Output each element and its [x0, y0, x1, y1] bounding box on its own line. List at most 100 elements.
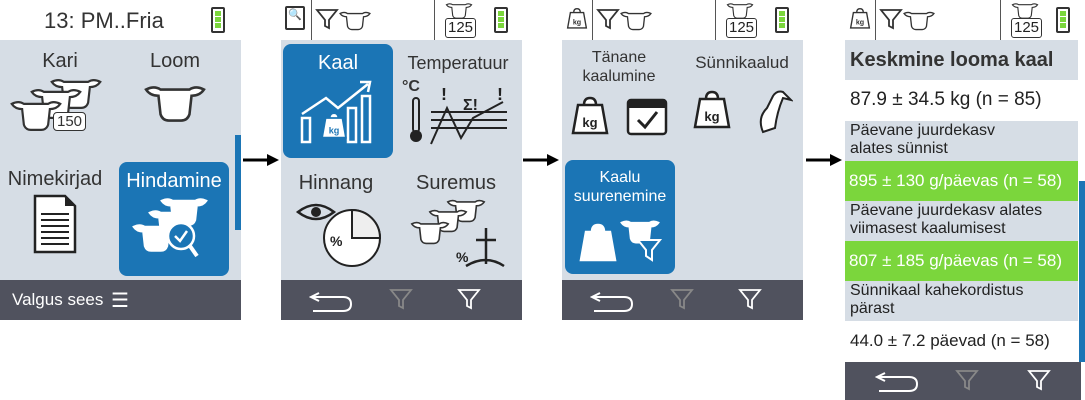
cow-icon [144, 82, 206, 126]
tile-label: Loom [149, 50, 201, 72]
footer-bar: Valgus sees ☰ [0, 280, 241, 320]
tile-mortality[interactable]: Suremus % [401, 164, 511, 278]
back-icon[interactable] [309, 288, 353, 314]
weight-icon [570, 94, 610, 136]
divider [434, 0, 435, 40]
gain-since-last-weighing-label: Päevane juurdekasv alates viimasest kaal… [845, 201, 1078, 241]
herd-icon: 150 [5, 72, 115, 142]
page-title: Keskmine looma kaal [845, 40, 1078, 80]
herd-count: 125 [1011, 18, 1043, 38]
back-icon[interactable] [590, 288, 634, 314]
tile-label: Hindamine [126, 170, 222, 192]
light-on-button[interactable]: Valgus sees [12, 290, 104, 309]
cow-icon [620, 10, 652, 32]
menu-grid: Kari 150 Loom Nimekirjad Hindamine [0, 40, 241, 280]
arrow-right-icon [243, 154, 279, 166]
back-icon[interactable] [875, 368, 919, 394]
tile-weight[interactable]: Kaal [283, 44, 393, 158]
tile-label: Tänane kaalumine [582, 49, 656, 85]
screen-weight: 125 Tänane kaalumine Sünnikaalud Kaalu s… [562, 0, 803, 320]
svg-text:!: ! [441, 88, 447, 104]
herd-count: 125 [726, 18, 758, 38]
weight-icon [566, 5, 588, 31]
tile-label: Sünnikaalud [695, 53, 789, 72]
filter-icon[interactable] [457, 286, 481, 312]
cow-icon [903, 10, 935, 32]
filter-icon [315, 6, 339, 32]
svg-text:!: ! [497, 88, 503, 104]
filter-remove-icon[interactable] [670, 286, 694, 312]
tile-lists[interactable]: Nimekirjad [0, 160, 110, 274]
arrow-right-icon [523, 154, 559, 166]
menu-grid: Tänane kaalumine Sünnikaalud Kaalu suure… [562, 40, 803, 280]
menu-icon[interactable]: ☰ [111, 290, 129, 312]
cow-icon [339, 10, 371, 32]
evaluation-icon: 🔍 [285, 6, 305, 30]
gain-since-last-weighing-value: 807 ± 185 g/päevas (n = 58) [845, 241, 1078, 281]
screen-average-weight: 125 Keskmine looma kaal 87.9 ± 34.5 kg (… [840, 0, 1085, 400]
tile-label: Temperatuur [407, 53, 509, 73]
tile-rating[interactable]: Hinnang % [281, 164, 391, 278]
rating-pie-icon: % [295, 203, 382, 267]
tile-temperature[interactable]: Temperatuur °C ! Σ!! [396, 44, 520, 158]
gain-since-birth-value: 895 ± 130 g/päevas (n = 58) [845, 161, 1078, 201]
tile-birth-weights[interactable]: Sünnikaalud [682, 40, 802, 154]
weight-chart-icon [300, 80, 372, 144]
battery-icon [1056, 7, 1070, 33]
header: 🔍 125 [281, 0, 522, 40]
mortality-icon: % [410, 199, 505, 268]
tile-label: Kaal [317, 52, 359, 74]
herd-count: 125 [445, 18, 477, 38]
herd-search-icon [132, 198, 208, 258]
header: 125 [840, 0, 1085, 40]
screen-evaluation: 🔍 125 Kaal Temperatuur °C ! Σ!! Hinnang %… [281, 0, 522, 320]
stork-icon [759, 90, 793, 134]
filter-icon [596, 6, 620, 32]
temperature-chart-icon: ! Σ!! [410, 88, 507, 145]
birth-weight-doubled-label: Sünnikaal kahekordistus pärast [845, 281, 1078, 321]
battery-icon [494, 7, 508, 33]
scrollbar[interactable] [235, 135, 241, 230]
battery-icon [775, 7, 789, 33]
scrollbar[interactable] [1079, 181, 1085, 362]
calendar-check-icon [626, 98, 668, 136]
weight-gain-icon [579, 220, 663, 262]
tile-animal[interactable]: Loom [120, 42, 230, 156]
header: 125 [562, 0, 803, 40]
herd-count-badge: 150 [53, 112, 87, 131]
header-title: 13: PM..Fria [44, 8, 164, 33]
tile-label: Nimekirjad [7, 168, 103, 190]
filter-remove-icon[interactable] [955, 367, 979, 393]
arrow-right-icon [806, 154, 842, 166]
divider [715, 0, 716, 40]
divider [592, 0, 593, 40]
gain-since-birth-label: Päevane juurdekasv alates sünnist [845, 121, 1078, 161]
weight-icon [692, 88, 732, 130]
average-weight-value: 87.9 ± 34.5 kg (n = 85) [850, 89, 1042, 110]
tile-label: Hinnang [298, 172, 374, 194]
svg-text:%: % [456, 249, 469, 265]
svg-text:Σ!: Σ! [463, 97, 478, 114]
tile-todays-weighing[interactable]: Tänane kaalumine [564, 40, 674, 154]
tile-label: Kari [42, 50, 78, 72]
filter-icon[interactable] [1027, 367, 1051, 393]
filter-icon [879, 6, 903, 32]
filter-icon[interactable] [738, 286, 762, 312]
tile-weight-gain[interactable]: Kaalu suurenemine [565, 160, 675, 274]
header: 13: PM..Fria [0, 0, 241, 40]
tile-label: Kaalu suurenemine [573, 169, 667, 205]
tile-herd[interactable]: Kari 150 [5, 42, 115, 156]
temperature-unit: °C [402, 78, 420, 95]
footer-bar [562, 280, 803, 320]
filter-remove-icon[interactable] [389, 286, 413, 312]
screen-main-menu: 13: PM..Fria Kari 150 Loom Nimekirjad Hi… [0, 0, 241, 320]
tile-evaluation[interactable]: Hindamine [119, 162, 229, 276]
battery-icon [211, 7, 225, 33]
document-icon [33, 194, 77, 254]
tile-label: Suremus [415, 172, 497, 194]
divider [1000, 0, 1001, 40]
menu-grid: Kaal Temperatuur °C ! Σ!! Hinnang % Surem… [281, 40, 522, 280]
footer-bar [281, 280, 522, 320]
weight-icon [849, 5, 871, 31]
divider [875, 0, 876, 40]
